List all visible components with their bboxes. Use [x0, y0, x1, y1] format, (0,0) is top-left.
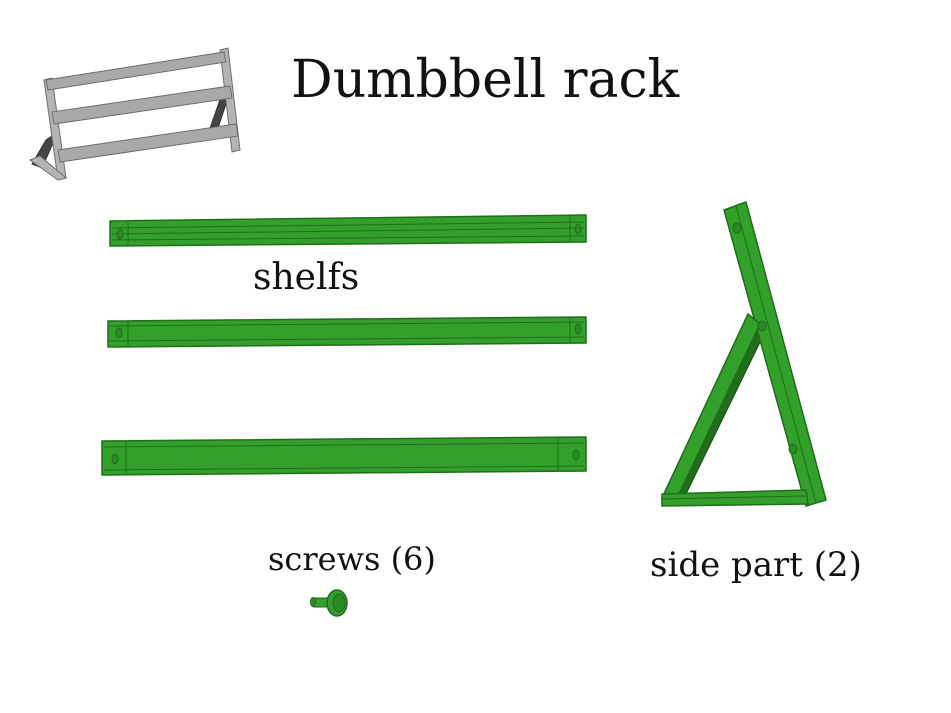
preview-foot-left [28, 155, 68, 181]
preview-shelf-top [45, 51, 227, 91]
assembled-rack-drawing [28, 47, 241, 181]
side-part-label: side part (2) [650, 545, 862, 585]
screws-label: screws (6) [268, 540, 436, 578]
shelf-bar-icon [101, 436, 587, 476]
screw-hole [116, 228, 124, 240]
screw-drawing [310, 589, 348, 617]
shelf-bar-icon [109, 214, 587, 247]
screw-hole [115, 327, 123, 339]
screw-hole [574, 223, 582, 235]
screw-hole [574, 323, 582, 335]
screw-hole [111, 453, 119, 465]
diagram-title: Dumbbell rack [291, 50, 680, 110]
screw-hole [572, 449, 580, 461]
side-part-drawing [660, 201, 827, 507]
shelfs-label: shelfs [253, 257, 360, 298]
screw-hole [788, 443, 798, 455]
preview-shelf-bottom [57, 123, 239, 163]
screw-hole [757, 320, 767, 332]
shelf-bar-icon [107, 316, 587, 348]
screw-hole [732, 222, 742, 234]
preview-shelf-middle [51, 85, 233, 125]
